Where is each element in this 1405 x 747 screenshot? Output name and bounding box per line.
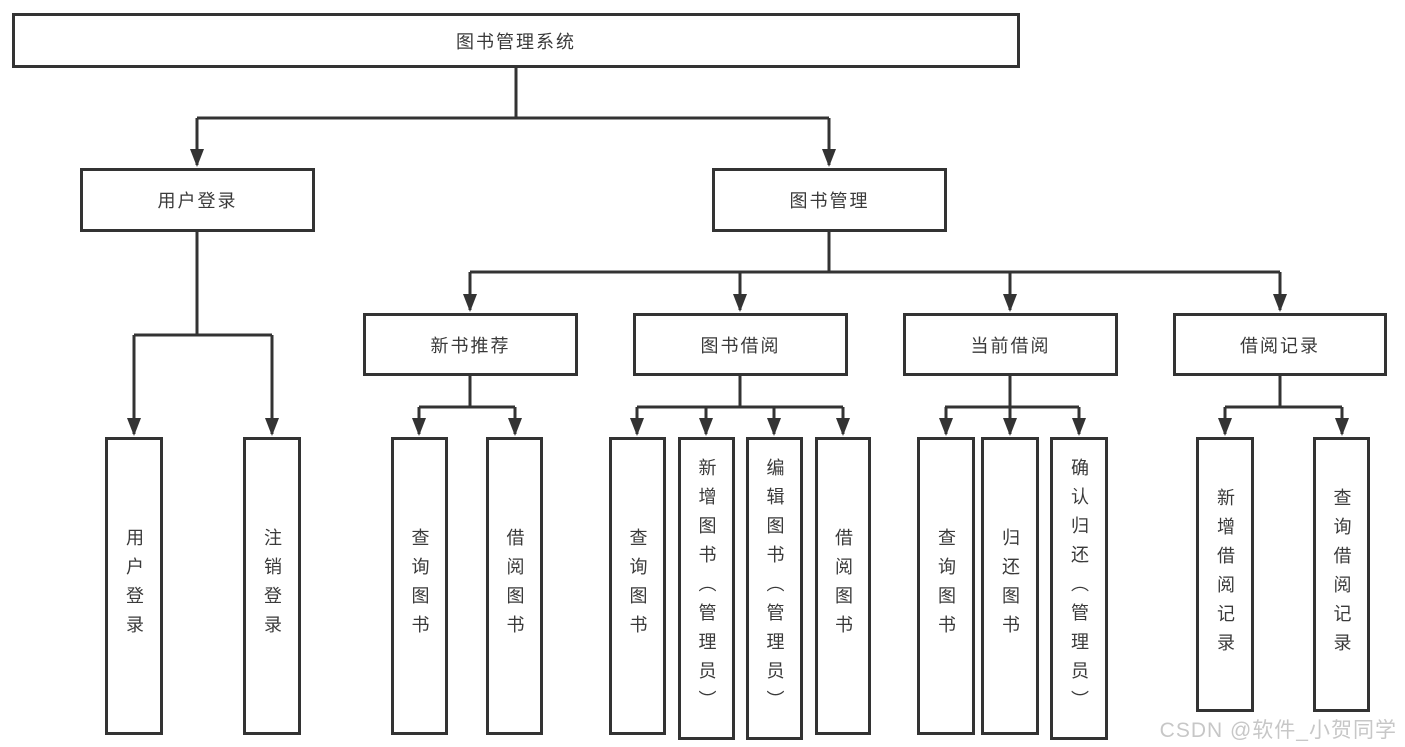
- leaf-add-borrow-record: 新增借阅记录: [1196, 437, 1254, 712]
- leaf-user-login: 用户登录: [105, 437, 163, 735]
- leaf-confirm-return-admin: 确认归还（管理员）: [1050, 437, 1108, 740]
- leaf-return-books: 归还图书: [981, 437, 1039, 735]
- leaf-query-borrow-record: 查询借阅记录: [1313, 437, 1370, 712]
- connector-arrows: [127, 118, 1349, 436]
- leaf-edit-books-admin: 编辑图书（管理员）: [746, 437, 803, 740]
- csdn-watermark: CSDN @软件_小贺同学: [1159, 719, 1397, 742]
- leaf-add-books-admin: 新增图书（管理员）: [678, 437, 735, 740]
- node-current-borrowing: 当前借阅: [903, 313, 1118, 376]
- leaf-query-books: 查询图书: [917, 437, 975, 735]
- node-book-management: 图书管理: [712, 168, 947, 232]
- node-system-root: 图书管理系统: [12, 13, 1020, 68]
- leaf-query-books: 查询图书: [391, 437, 448, 735]
- node-borrowing-records: 借阅记录: [1173, 313, 1387, 376]
- connector-segments: [134, 68, 1342, 409]
- leaf-borrow-books: 借阅图书: [486, 437, 543, 735]
- node-book-borrowing: 图书借阅: [633, 313, 848, 376]
- leaf-logout: 注销登录: [243, 437, 301, 735]
- leaf-query-books: 查询图书: [609, 437, 666, 735]
- leaf-borrow-books: 借阅图书: [815, 437, 871, 735]
- node-user-login: 用户登录: [80, 168, 315, 232]
- node-new-book-recommendation: 新书推荐: [363, 313, 578, 376]
